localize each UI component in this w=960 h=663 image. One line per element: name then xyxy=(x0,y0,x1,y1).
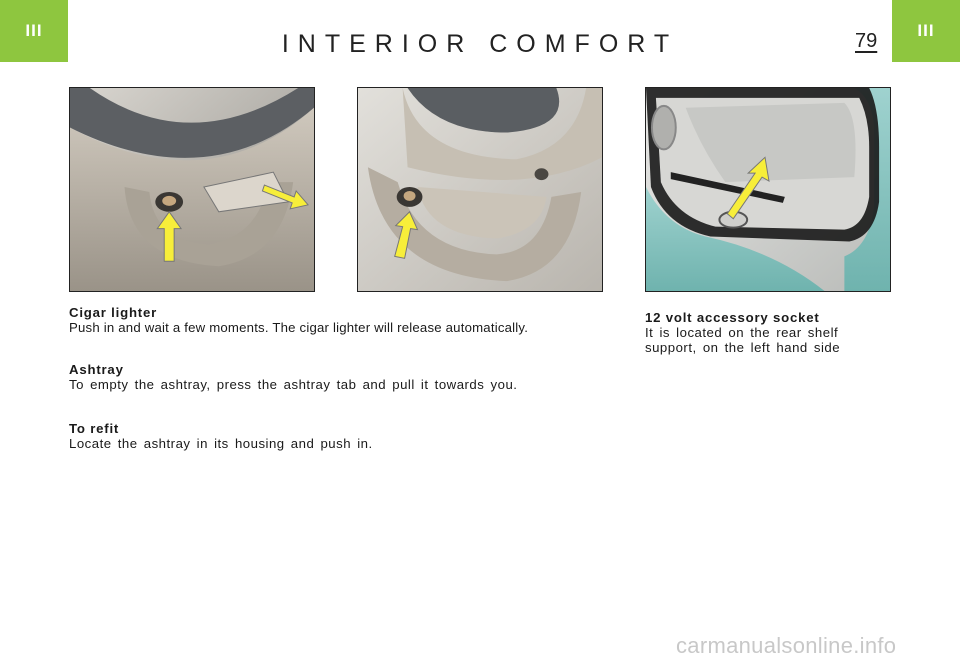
accessory-socket-heading: 12 volt accessory socket xyxy=(645,310,820,325)
section-tab-right: III xyxy=(892,0,960,62)
ashtray-heading: Ashtray xyxy=(69,362,124,377)
cigar-lighter-text: Push in and wait a few moments. The ciga… xyxy=(69,320,529,335)
cigar-lighter-photo xyxy=(69,87,315,292)
page-number: 79 xyxy=(855,30,878,52)
section-tab-left: III xyxy=(0,0,68,62)
cigar-lighter-section: Cigar lighter Push in and wait a few mom… xyxy=(69,305,609,335)
ashtray-section: Ashtray To empty the ashtray, press the … xyxy=(69,362,609,392)
ashtray-photo xyxy=(357,87,603,292)
accessory-socket-section: 12 volt accessory socket It is located o… xyxy=(645,310,893,355)
site-watermark: carmanualsonline.info xyxy=(676,633,897,658)
refit-text: Locate the ashtray in its housing and pu… xyxy=(69,436,373,451)
cigar-lighter-heading: Cigar lighter xyxy=(69,305,158,320)
accessory-socket-photo xyxy=(645,87,891,292)
refit-section: To refit Locate the ashtray in its housi… xyxy=(69,421,609,451)
refit-heading: To refit xyxy=(69,421,120,436)
ashtray-text: To empty the ashtray, press the ashtray … xyxy=(69,377,518,392)
page-title: INTERIOR COMFORT xyxy=(281,30,679,58)
accessory-socket-text: It is located on the rear shelf support,… xyxy=(645,325,841,355)
